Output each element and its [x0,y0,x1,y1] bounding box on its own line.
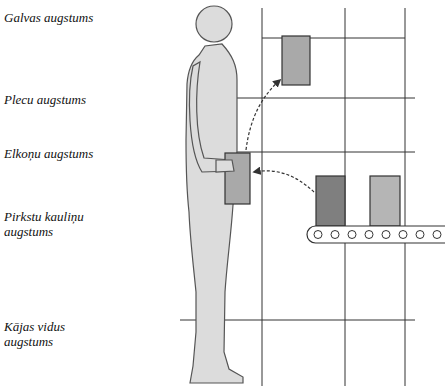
box [282,36,310,85]
roller [433,231,441,239]
height-label: Kājas vidus augstums [4,319,89,349]
roller [382,231,390,239]
box [316,176,345,226]
box [370,176,400,226]
hand [216,160,234,172]
height-label: Pirkstu kauliņu augstums [4,209,109,239]
height-label: Elkoņu augstums [4,146,164,161]
roller [399,231,407,239]
height-label: Galvas augstums [4,10,164,25]
roller [348,231,356,239]
move-arrow [246,80,280,150]
roller [365,231,373,239]
roller [416,231,424,239]
conveyor [307,226,445,243]
grid-lines [180,8,415,386]
move-arrow [254,171,314,192]
height-label: Plecu augstums [4,92,164,107]
roller [314,231,322,239]
roller [331,231,339,239]
